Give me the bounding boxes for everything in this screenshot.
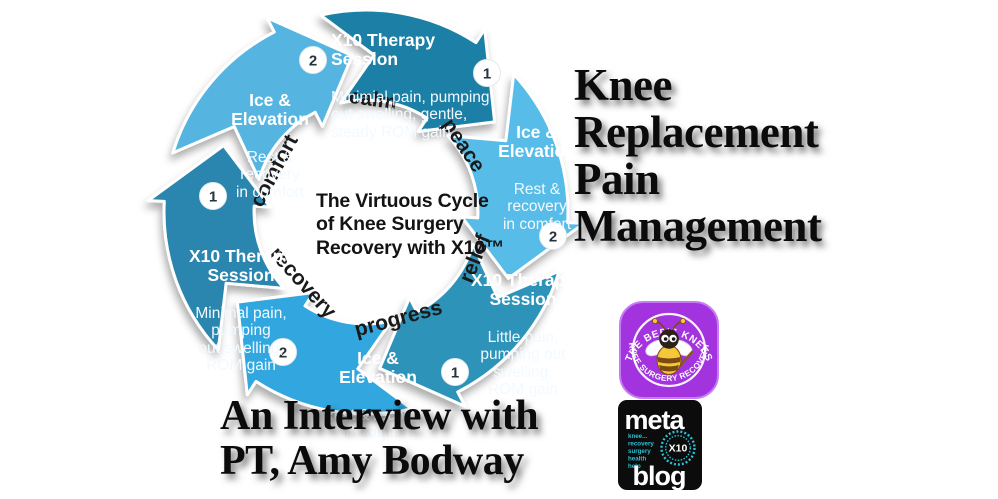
segment-label-x10-top: X10 Therapy Session Minimial pain, pumpi…: [331, 13, 493, 159]
cycle-center-title: The Virtuous Cycle of Knee Surgery Recov…: [316, 190, 505, 259]
segment-desc: Minimal pain, pumping out swelling, ROM …: [195, 304, 287, 375]
segment-label-ice-right: Ice & Elevation Rest & recovery in comfo…: [487, 105, 587, 251]
segment-title: X10 Therapy Session: [188, 246, 294, 285]
step-badge-number: 1: [483, 66, 491, 83]
step-badge-ice-elevation-right: [539, 222, 567, 250]
segment-title: Ice & Elevation: [498, 122, 576, 161]
bee-badge-ring: [631, 312, 707, 388]
bee-icon: [645, 318, 694, 375]
metablog-background: [618, 400, 702, 490]
metablog-bottom-word: blog: [633, 461, 686, 491]
x10-circle-label: X10: [669, 443, 688, 455]
segment-desc: Minimial pain, pumping out swelling, gen…: [331, 88, 490, 141]
segment-label-ice-top-left: Ice & Elevation Rest & recovery in comfo…: [204, 73, 336, 219]
x10-circle-icon: X10: [660, 430, 696, 466]
step-badge-number: 2: [279, 345, 287, 362]
segment-title: X10 Therapy Session: [470, 270, 576, 309]
cycle-arrow-x10-session-bottom-right: [378, 243, 561, 408]
step-badge-ice-elevation-top-left: [299, 46, 327, 74]
step-badge-x10-session-left: [199, 182, 227, 210]
bees-knees-badge: THE BEE'S KNEES KNEE SURGERY RECOVERY: [619, 301, 719, 399]
metablog-tag: surgery: [628, 448, 651, 455]
step-badge-number: 2: [309, 53, 317, 70]
metablog-top-word: meta: [624, 405, 685, 435]
segment-title: X10 Therapy Session: [331, 30, 436, 69]
cycle-arrow-ice-elevation-bottom: [235, 291, 413, 416]
segment-label-ice-bottom: Ice & Elevation Rest & recovery in comfo…: [318, 331, 438, 460]
segment-label-x10-left: X10 Therapy Session Minimal pain, pumpin…: [176, 229, 306, 393]
metablog-tag: help: [628, 463, 641, 470]
step-badge-number: 1: [451, 365, 459, 382]
interview-caption: An Interview with PT, Amy Bodway: [220, 393, 539, 484]
segment-title: Ice & Elevation: [231, 90, 309, 129]
metablog-tag: recovery: [628, 441, 654, 448]
step-badge-x10-session-bottom-right: [441, 358, 469, 386]
segment-desc: Rest & recovery in comfort: [322, 406, 434, 442]
segment-desc: Rest & recovery in comfort: [502, 180, 572, 233]
metablog-tags: knee... recovery surgery health help: [628, 433, 654, 470]
step-badge-number: 2: [549, 229, 557, 246]
metablog-tag: health: [628, 456, 646, 463]
metablog-badge: meta knee... recovery surgery health hel…: [618, 400, 702, 491]
step-badge-x10-session-top: [473, 59, 501, 87]
segment-label-x10-bottom-right: X10 Therapy Session Little pain, pumping…: [466, 253, 580, 417]
segment-title: Ice & Elevation: [339, 348, 417, 387]
metablog-tag: knee...: [628, 433, 648, 440]
page-title: Knee Replacement Pain Management: [574, 60, 822, 251]
segment-desc: Little pain, pumping out swelling, ROM g…: [480, 328, 566, 399]
segment-desc: Rest & recovery in comfort: [235, 148, 305, 201]
step-badge-number: 1: [209, 189, 217, 206]
step-badge-ice-elevation-bottom: [269, 338, 297, 366]
cycle-arrow-x10-session-left: [146, 144, 286, 352]
